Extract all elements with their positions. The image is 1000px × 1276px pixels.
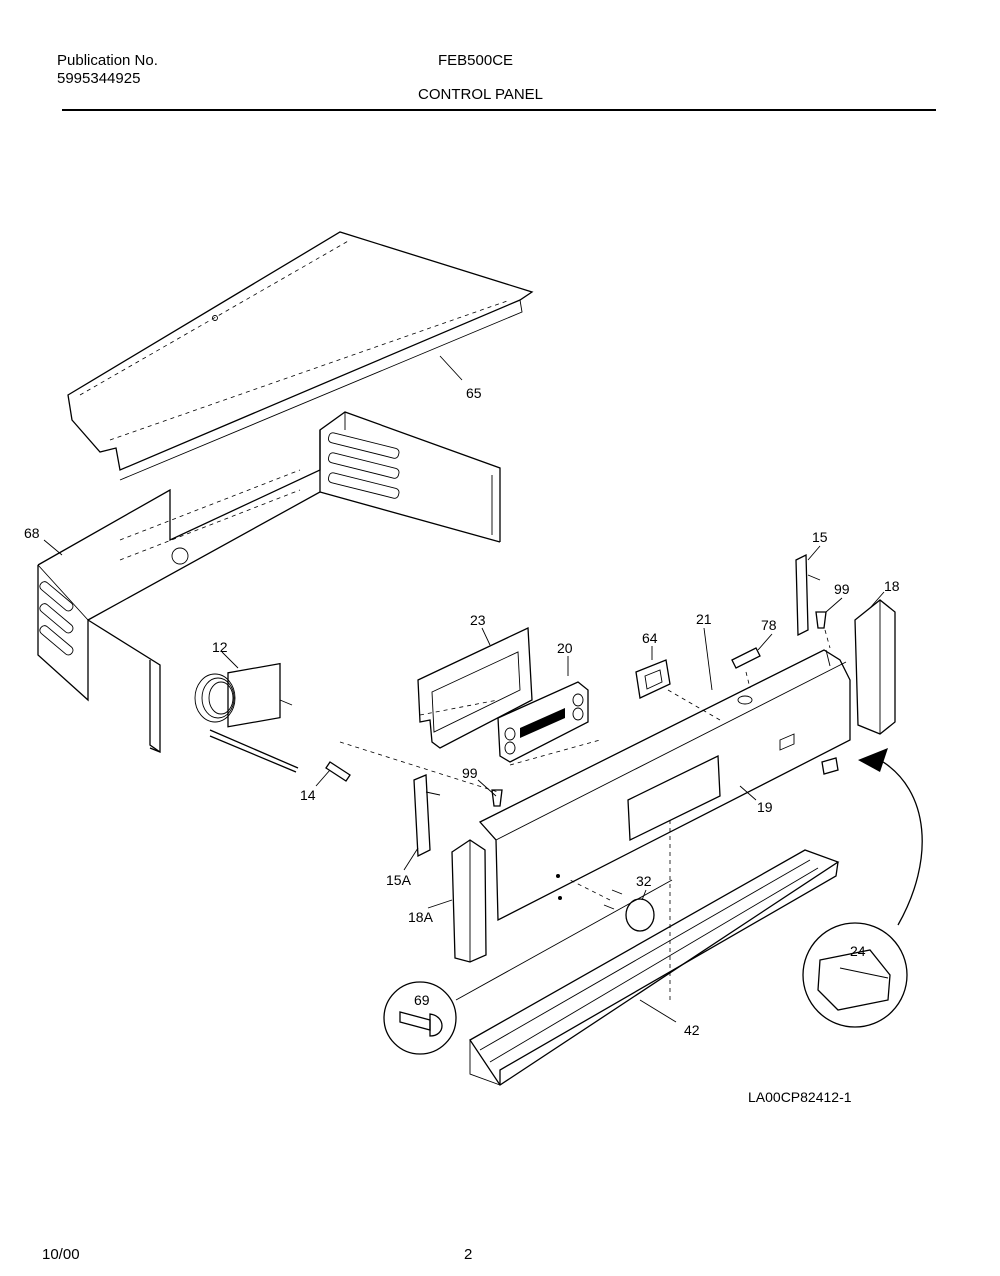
footer-page-number: 2 (464, 1246, 473, 1263)
header-rule (62, 109, 936, 111)
part-14-shaft (325, 761, 351, 782)
callout-32: 32 (636, 873, 652, 889)
callout-68: 68 (24, 525, 40, 541)
callout-18: 18 (884, 578, 900, 594)
part-32-knob (603, 889, 655, 932)
callout-15a: 15A (386, 872, 412, 888)
callout-42: 42 (684, 1022, 700, 1038)
part-18-end-cap (854, 599, 896, 735)
publication-label: Publication No. (57, 52, 158, 69)
callout-15: 15 (812, 529, 828, 545)
callout-20: 20 (557, 640, 573, 656)
part-69-screw-detail (383, 879, 673, 1055)
callout-14: 14 (300, 787, 316, 803)
drawing-id: LA00CP82412-1 (748, 1089, 852, 1105)
part-12-thermostat (194, 662, 299, 773)
leader-lines (43, 355, 885, 1023)
part-15-end-bracket (795, 553, 821, 637)
model-number: FEB500CE (438, 52, 514, 69)
part-68-back-housing (37, 411, 501, 753)
alignment-lines (339, 629, 831, 1000)
part-99-screw-left (491, 789, 503, 807)
callout-24: 24 (850, 943, 866, 959)
part-18a-end-cap (451, 839, 487, 963)
callout-21: 21 (696, 611, 712, 627)
callout-65: 65 (466, 385, 482, 401)
callout-78: 78 (761, 617, 777, 633)
part-78-indicator-light (731, 647, 761, 669)
footer-date: 10/00 (42, 1246, 80, 1263)
part-42-trim-strip (469, 849, 840, 1086)
part-64-label (635, 659, 671, 699)
part-24-switch-detail (802, 748, 923, 1028)
callout-19: 19 (757, 799, 773, 815)
part-15a-end-bracket (413, 774, 441, 858)
part-99-screw-right (815, 611, 827, 629)
callout-18a: 18A (408, 909, 434, 925)
part-21-19-control-panel (478, 649, 851, 922)
part-20-display-module (497, 681, 589, 763)
section-title: CONTROL PANEL (418, 86, 544, 103)
callout-23: 23 (470, 612, 486, 628)
part-65-top-cover (67, 231, 534, 481)
callout-12: 12 (212, 639, 228, 655)
part-23-bracket (417, 626, 533, 749)
callout-99-left: 99 (462, 765, 478, 781)
callout-69: 69 (414, 992, 430, 1008)
callout-64: 64 (642, 630, 658, 646)
callout-99-right: 99 (834, 581, 850, 597)
publication-number: 5995344925 (57, 70, 141, 87)
